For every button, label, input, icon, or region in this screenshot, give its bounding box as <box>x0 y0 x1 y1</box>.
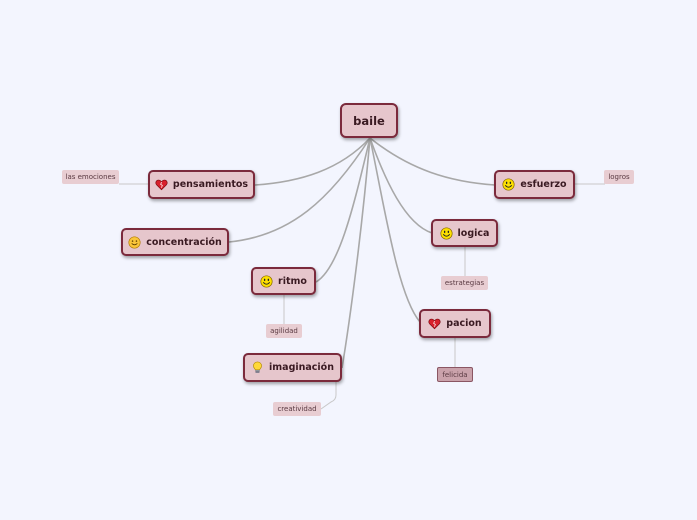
topic-label: imaginación <box>269 362 334 373</box>
topic-label: esfuerzo <box>520 179 567 190</box>
heart-icon <box>155 179 168 191</box>
root-topic[interactable]: baile <box>340 103 398 138</box>
connector-imaginacion <box>341 137 371 369</box>
note-label: estrategias <box>444 279 485 287</box>
heart-icon <box>428 318 441 330</box>
root-topic-label: baile <box>353 113 385 128</box>
note-label: logros <box>608 173 630 181</box>
smiley-icon <box>502 178 515 191</box>
note-creatividad[interactable]: creatividad <box>273 402 321 416</box>
smiley-icon <box>128 235 141 249</box>
note-label: las emociones <box>65 173 116 181</box>
connector-concentracion <box>228 137 371 243</box>
note-label: creatividad <box>277 405 317 413</box>
topic-concentracion[interactable]: concentración <box>121 228 229 256</box>
smiley-icon <box>439 226 453 240</box>
connector-creatividad <box>320 382 337 410</box>
note-logros[interactable]: logros <box>604 170 634 184</box>
connector-ritmo <box>315 137 371 283</box>
note-felicida[interactable]: felicida <box>437 367 473 382</box>
note-label: felicida <box>442 370 468 379</box>
topic-logica[interactable]: logica <box>431 219 498 247</box>
topic-imaginacion[interactable]: imaginación <box>243 353 342 382</box>
topic-label: concentración <box>146 236 222 248</box>
topic-label: pensamientos <box>172 179 249 190</box>
connector-pensamientos <box>254 137 371 186</box>
topic-label: ritmo <box>278 275 307 287</box>
topic-label: pacion <box>446 318 482 329</box>
connector-esfuerzo <box>369 137 496 186</box>
topic-esfuerzo[interactable]: esfuerzo <box>494 170 575 199</box>
topic-pensamientos[interactable]: pensamientos <box>148 170 255 199</box>
note-estrategias[interactable]: estrategias <box>441 276 488 290</box>
note-agilidad[interactable]: agilidad <box>266 324 302 338</box>
topic-ritmo[interactable]: ritmo <box>251 267 316 295</box>
smiley-icon <box>260 274 273 288</box>
connector-pacion <box>369 137 421 323</box>
note-label: agilidad <box>270 327 298 335</box>
note-las-emociones[interactable]: las emociones <box>62 170 119 184</box>
topic-label: logica <box>457 227 490 239</box>
topic-pacion[interactable]: pacion <box>419 309 491 338</box>
connector-logica <box>369 137 433 234</box>
lightbulb-icon <box>253 361 262 373</box>
